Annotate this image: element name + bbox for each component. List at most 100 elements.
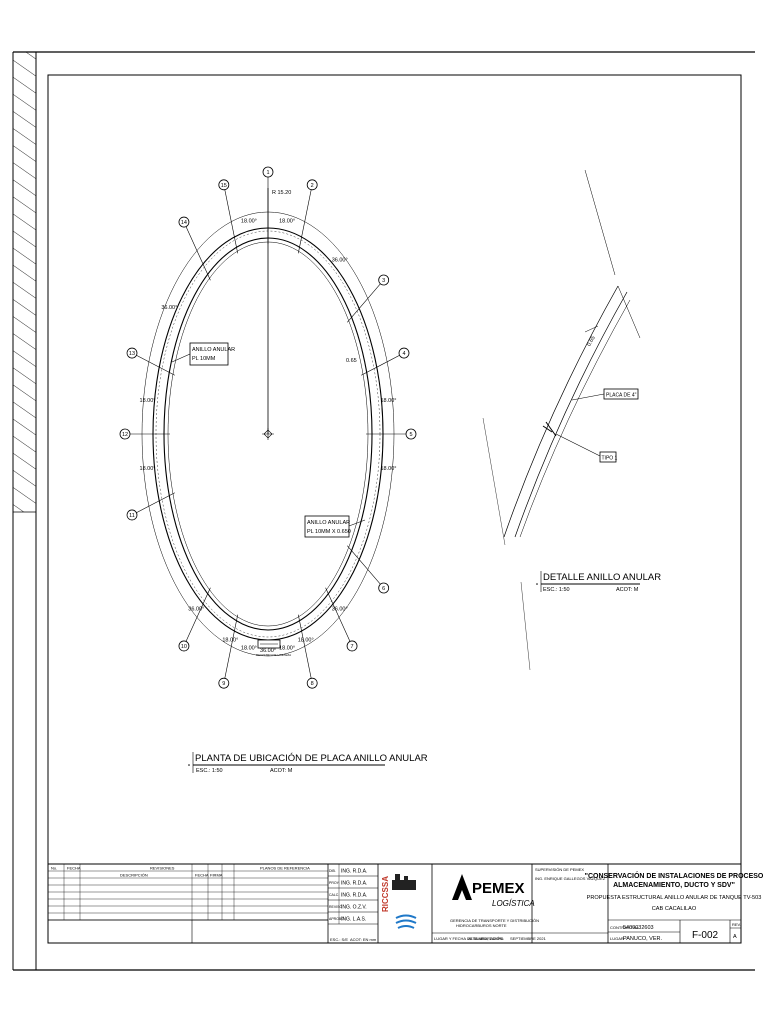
angle-labels: 18.00°18.00°36.00°36.00°18.00°18.00°18.0… [140,219,397,654]
sensor-label: 10 [181,644,187,650]
callout-ring-top-line2: PL 10MM [192,356,216,362]
sensor-marker: 6 [378,582,390,594]
callout-ring-bottom: ANILLO ANULAR PL 10MM X 0.650 [304,515,366,538]
rev-header: REVISIONES [150,866,175,871]
signature-role: PROY. [329,881,340,885]
ring-width-label: 0.65 [346,358,357,364]
client-logo-sub: LOGÍSTICA [492,899,535,908]
signature-role: CALC. [329,893,339,897]
sensor-label: 7 [351,644,354,650]
detail-scale: ESC.: 1:50 [543,587,570,593]
drawing-number: F-002 [692,930,719,941]
plan-scale: ESC.: 1:50 [196,768,223,774]
tb-esc: ESC.: S/E [330,937,348,942]
plan-title-block: PLANTA DE UBICACIÓN DE PLACA ANILLO ANUL… [188,752,428,774]
location: PANUCO, VER. [623,936,662,942]
rev-value: A [733,934,737,940]
supervisor-label: SUPERVISIÓN DE PEMEX [535,867,584,872]
sensor-marker: 13 [126,347,138,359]
angle-label: 36.00° [188,607,204,613]
rev-col-desc: DESCRIPCIÓN [120,873,148,878]
rev-label: REV. [732,922,741,927]
sensor-label: 3 [382,278,385,284]
angle-label: 36.00° [260,648,276,654]
sensor-marker: 2 [306,179,318,191]
detail-units: ACOT: M [616,587,639,593]
sensor-marker: 15 [218,179,230,191]
signature-row: PROY.ING. R.D.A. [328,876,378,889]
angle-label: 18.00° [381,466,397,472]
plan-title: PLANTA DE UBICACIÓN DE PLACA ANILLO ANUL… [195,753,428,764]
angle-label: 36.00° [332,257,348,263]
sensor-label: 5 [409,432,412,438]
signature-name: ING. O.Z.V. [341,905,367,911]
signature-name: ING. R.D.A. [341,869,367,875]
cleanout-label: REGISTRO DE LIMPIEZA [256,653,291,657]
client-logo: PEMEX LOGÍSTICA GERENCIA DE TRANSPORTE Y… [450,874,539,928]
sensor-label: 14 [181,220,187,226]
place-date-label: LUGAR Y FECHA DE ELABORACIÓN: [434,936,504,941]
sensor-label: 1 [266,170,269,176]
signature-name: ING. R.D.A. [341,893,367,899]
sensor-marker: 11 [126,509,138,521]
tb-acot: ACOT: EN mm [350,937,377,942]
callout-ring-top: ANILLO ANULAR PL 10MM [171,342,235,366]
revision-table [48,864,328,921]
place: ALTAMIRA, TAMPS. [468,936,504,941]
sensor-marker: 8 [306,677,318,689]
detail-plate-label: PLACA DE 4" [606,393,637,399]
angle-label: 36.00° [161,305,177,311]
drawing-title-2: CAB CACALILAO [652,906,697,912]
sensor-label: 4 [402,351,405,357]
contractor-logo-text: RICCSSA [381,876,390,912]
sensor-label: 12 [122,432,128,438]
detail-weld-label: TIPO 1 [602,456,618,462]
angle-label: 18.00° [298,637,314,643]
contract-no: 5400032603 [623,925,654,931]
detail-title-block: DETALLE ANILLO ANULAR ESC.: 1:50 ACOT: M [536,571,661,593]
location-label: LUGAR [610,936,624,941]
contractor-logo: RICCSSA [381,874,417,929]
drawing-title-1: PROPUESTA ESTRUCTURAL ANILLO ANULAR DE T… [587,895,762,901]
sensor-marker: 10 [178,640,190,652]
plan-view: R 15.20 REGISTRO DE LIMPIEZA ANILLO ANUL… [119,166,428,774]
sensor-label: 15 [221,183,227,189]
angle-label: 18.00° [279,219,295,225]
detail-width-label: 0.65 [586,335,597,347]
plan-units: ACOT: M [270,768,293,774]
sensor-marker: 1 [262,166,274,178]
callout-ring-top-line1: ANILLO ANULAR [192,347,235,353]
detail-title: DETALLE ANILLO ANULAR [543,572,661,583]
rev-col-fecha: FECHA [67,866,81,871]
sensor-label: 6 [382,586,385,592]
sensor-label: 2 [311,183,314,189]
angle-label: 18.00° [381,398,397,404]
detail-view [482,169,641,671]
ref-header: PLANOS DE REFERENCIA [260,866,310,871]
sensor-marker: 5 [405,428,417,440]
date: SEPTIEMBRE 2021 [510,936,547,941]
supervisor-name: ING. ENRIQUE GALLEGOS VAZQUEZ [535,876,606,881]
signature-name: ING. L.A.S. [341,917,366,923]
signature-role: DIB. [329,869,336,873]
rev-col-no: No. [51,866,57,871]
sensor-marker: 12 [119,428,131,440]
sensor-marker: 9 [218,677,230,689]
sensor-marker: 14 [178,216,190,228]
sensor-label: 13 [129,351,135,357]
signature-role: APROBÓ [329,916,344,921]
callout-ring-bottom-line1: ANILLO ANULAR [307,520,350,526]
revision-headers: No. FECHA REVISIONES DESCRIPCIÓN FECHA F… [51,866,310,878]
project-title-2: ALMACENAMIENTO, DUCTO Y SDV" [613,882,735,889]
signature-name: ING. R.D.A. [341,881,367,887]
angle-label: 18.00° [241,645,257,651]
project-title-1: "CONSERVACIÓN DE INSTALACIONES DE PROCES… [585,871,764,880]
signature-row: DIB. ING. R.D.A. [328,864,378,877]
angle-label: 18.00° [279,645,295,651]
client-dept-2: HIDROCARBUROS NORTE [456,923,507,928]
center-mark [262,428,274,440]
